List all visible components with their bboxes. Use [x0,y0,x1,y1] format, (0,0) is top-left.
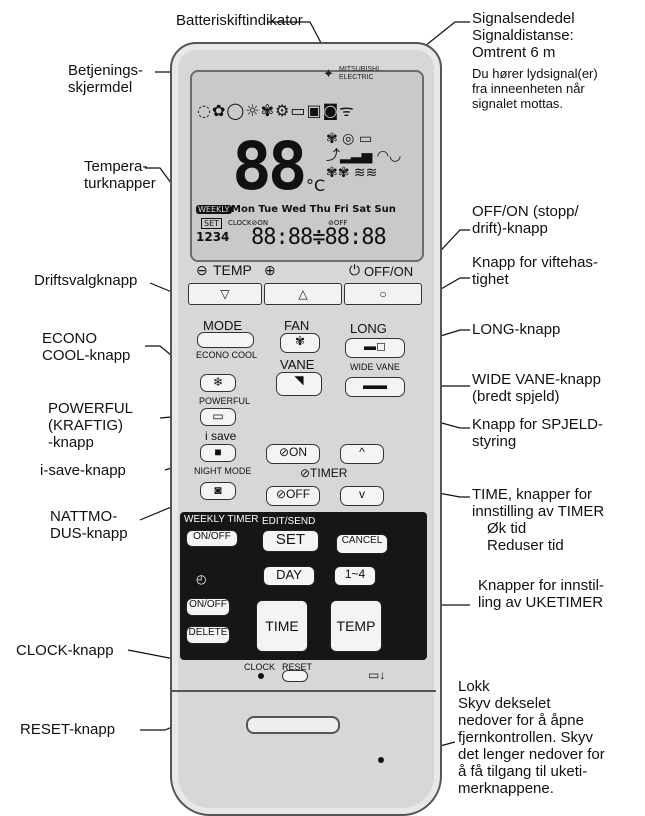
vane-button[interactable]: ◥ [276,372,322,396]
edit-send-text: EDIT/SEND [262,516,316,527]
fan-status-icons: ✾ ◎ ▭ ⤴▂▃▅ ◠◡ ✾✾ ≋≋ [326,131,402,181]
minus-icon: ⊖ [196,262,208,278]
lid-edge [172,690,436,692]
isave-label: i-save-knapp [40,462,126,479]
isave-text: i save [205,429,237,443]
timer-off-button[interactable]: ⊘OFF [266,486,320,506]
clock-button-label: CLOCK-knapp [16,642,114,659]
night-mode-label: NATTMO- DUS-knapp [50,508,128,542]
mode-button[interactable] [197,332,254,348]
mode-select-label: Driftsvalgknapp [34,272,138,289]
fan-speed-label: Knapp for viftehas- tighet [472,254,598,288]
battery-icon: ▭↓ [368,668,386,682]
mitsubishi-logo-icon: ✦ [323,66,334,81]
reset-button[interactable] [282,670,308,682]
weekly-on-off-button[interactable]: ON/OFF [186,530,238,547]
reset-text: RESET [282,662,313,672]
signal-note-label: Du hører lydsignal(er) fra inneenheten n… [472,66,598,111]
display-label: Betjenings- skjermdel [68,62,144,96]
temp-down-button[interactable]: ▽ [188,283,262,305]
timer-digits: 88:88≑88:88 [251,225,387,250]
timer-on-button[interactable]: ⊘ON [266,444,320,464]
vane-label: Knapp for SPJELD- styring [472,416,603,450]
fan-text: FAN [284,318,310,333]
clock-button[interactable] [258,673,264,679]
timer-text: ⊘TIMER [300,466,348,480]
weekly-badge: WEEKLY [196,205,232,214]
temp-up-button[interactable]: △ [264,283,342,305]
powerful-text: POWERFUL [199,396,251,406]
night-mode-button[interactable]: ◙ [200,482,236,500]
lid-slot[interactable] [246,716,340,734]
clock-icon: ◴ [196,572,207,586]
set-button[interactable]: SET [262,530,319,552]
lid-pointer-dot [378,757,384,763]
clock-text: CLOCK [244,662,276,672]
one-to-four-button[interactable]: 1~4 [334,566,376,586]
econo-cool-text: ECONO COOL [196,350,258,360]
vane-text: VANE [280,357,315,372]
off-on-text: OFF/ON [364,264,414,279]
temperature-buttons-label: Tempera- turknapper [84,158,156,192]
lid-label: Lokk Skyv dekselet nedover for å åpne fj… [458,678,605,797]
brand-name: MITSUBISHI ELECTRIC [339,66,380,81]
temperature-unit: °C [306,176,326,195]
off-on-label: OFF/ON (stopp/ drift)-knapp [472,203,579,237]
fan-button[interactable]: ✾ [280,333,320,353]
wide-vane-label: WIDE VANE-knapp (bredt spjeld) [472,371,601,405]
temperature-digits: 88 [232,128,308,205]
powerful-button[interactable]: ▭ [200,408,236,426]
off-on-button[interactable]: ○ [344,283,422,305]
timer-down-button[interactable]: v [340,486,384,506]
econo-cool-label: ECONO COOL-knapp [42,330,131,364]
time-button[interactable]: TIME [256,600,308,652]
day-button[interactable]: DAY [263,566,315,586]
battery-indicator-label: Batteriskiftindikator [176,12,303,29]
program-on-off-button[interactable]: ON/OFF [186,598,230,616]
clock-on-text: CLOCK⊘ON [228,219,269,227]
mode-label: MODE [203,318,242,333]
power-icon: ⏻ [349,262,361,278]
timer-label: TIME, knapper for innstilling av TIMER [472,486,605,520]
week-temp-button[interactable]: TEMP [330,600,382,652]
night-mode-text: NIGHT MODE [194,466,252,476]
timer-sub-label: Øk tid Reduser tid [487,520,564,554]
program-numbers: 1234 [196,230,230,244]
temp-row-label: TEMP [213,262,252,278]
long-text: LONG [350,321,387,336]
econo-cool-button[interactable]: ❄ [200,374,236,392]
set-badge: SET [201,218,223,229]
plus-icon: ⊕ [264,262,276,278]
off-text: ⊘OFF [328,219,348,227]
long-button-label: LONG-knapp [472,321,561,338]
long-button[interactable]: ▬◻ [345,338,405,358]
weekday-row: Mon Tue Wed Thu Fri Sat Sun [231,204,396,215]
cancel-button[interactable]: CANCEL [336,534,388,554]
reset-button-label: RESET-knapp [20,721,116,738]
wide-vane-button[interactable]: ▬▬ [345,377,405,397]
weekly-timer-text: WEEKLY TIMER [184,514,259,525]
mode-icons: ◌✿◯☼✾⚙▭▣◙ᯤ [197,101,355,120]
weekly-timer-label: Knapper for innstil- ling av UKETIMER [478,577,604,611]
lcd-display [190,70,424,262]
signal-transmitter-label: Signalsendedel Signaldistanse: Omtrent 6… [472,10,575,61]
isave-button[interactable]: ■ [200,444,236,462]
delete-button[interactable]: DELETE [186,626,230,644]
wide-vane-text: WIDE VANE [350,362,400,372]
timer-up-button[interactable]: ^ [340,444,384,464]
powerful-label: POWERFUL (KRAFTIG) -knapp [48,400,134,451]
